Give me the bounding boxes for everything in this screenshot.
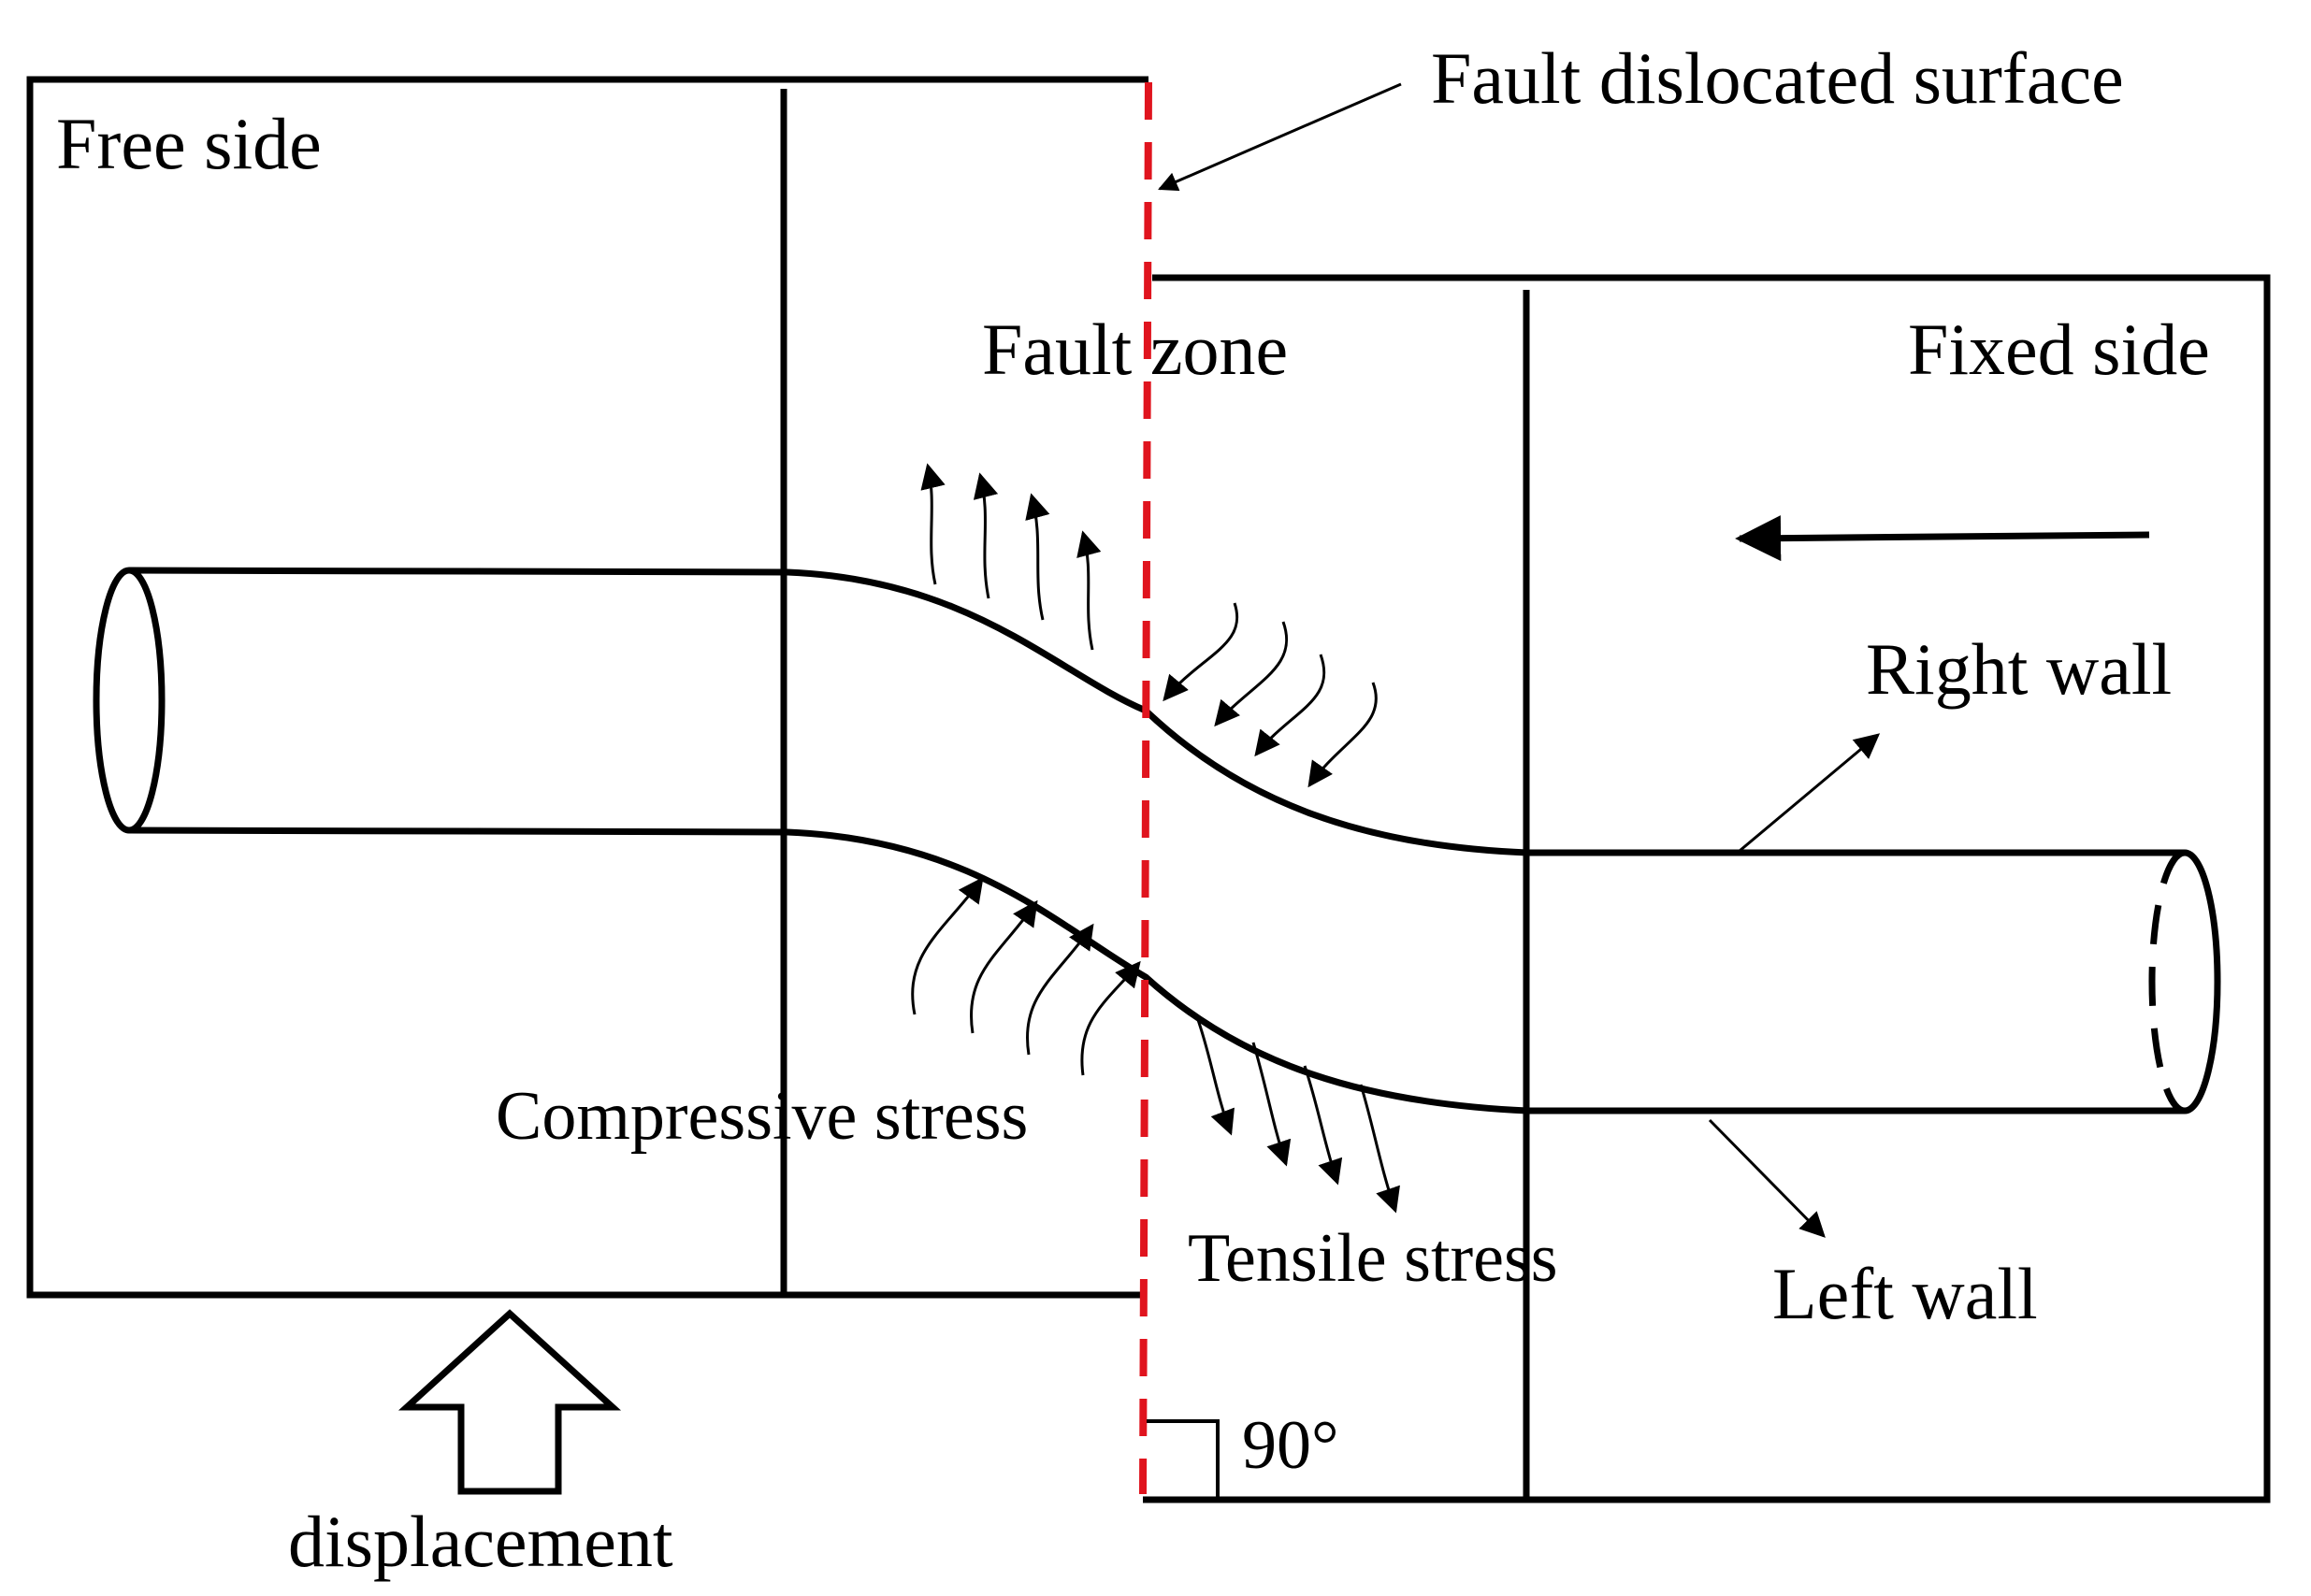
left-wall-label: Left wall [1772, 1253, 2038, 1334]
tensile-arrow-2 [973, 472, 999, 599]
tensile-arrow-4 [1076, 530, 1102, 651]
displacement-label: displacement [288, 1501, 673, 1582]
displacement-arrow [397, 1309, 622, 1495]
pipe-upper-wall [128, 567, 2185, 856]
compressive-arrow-upper-1 [1163, 602, 1239, 702]
compressive-arrow-lower-2 [970, 899, 1038, 1034]
fault-dislocated-surface-label: Fault dislocated surface [1431, 37, 2124, 119]
fixed-side-label: Fixed side [1908, 309, 2210, 390]
free-side-label: Free side [56, 103, 322, 184]
angle-label: 90° [1242, 1407, 1339, 1484]
tensile-arrow-3 [1025, 493, 1050, 621]
fixed-side-movement-arrow [1735, 515, 2150, 562]
tensile-stress-label: Tensile stress [1188, 1220, 1558, 1297]
compressive-arrow-lower-4 [1080, 960, 1141, 1076]
tensile-arrow-lower-2 [1251, 1042, 1292, 1167]
compressive-arrow-upper-3 [1254, 654, 1326, 757]
pipe-lower-wall [128, 827, 2185, 1114]
fault-surface-pointer [1158, 82, 1402, 192]
compressive-arrow-upper-4 [1307, 682, 1378, 788]
compressive-arrow-lower-1 [911, 876, 984, 1015]
pipe-left-end [93, 567, 166, 834]
pipe-right-end [2184, 849, 2221, 1114]
left-wall-pointer [1708, 1118, 1826, 1238]
tensile-arrow-1 [920, 463, 946, 585]
fault-zone-label: Fault zone [982, 309, 1288, 390]
tensile-arrow-lower-1 [1195, 1016, 1235, 1136]
tensile-arrow-lower-3 [1303, 1065, 1343, 1186]
compressive-arrow-upper-2 [1214, 621, 1289, 727]
right-wall-pointer [1739, 733, 1881, 853]
tensile-arrow-lower-4 [1359, 1084, 1400, 1214]
right-angle-mark [1147, 1419, 1220, 1500]
fault-dislocated-line [1139, 81, 1152, 1495]
compressive-stress-label: Compressive stress [496, 1078, 1028, 1155]
pipe-right-end-hidden [2148, 849, 2186, 1114]
right-wall-label: Right wall [1866, 628, 2172, 710]
free-side-block [26, 76, 1148, 1299]
fixed-side-block [1143, 274, 2271, 1503]
compressive-arrow-lower-3 [1026, 923, 1094, 1056]
